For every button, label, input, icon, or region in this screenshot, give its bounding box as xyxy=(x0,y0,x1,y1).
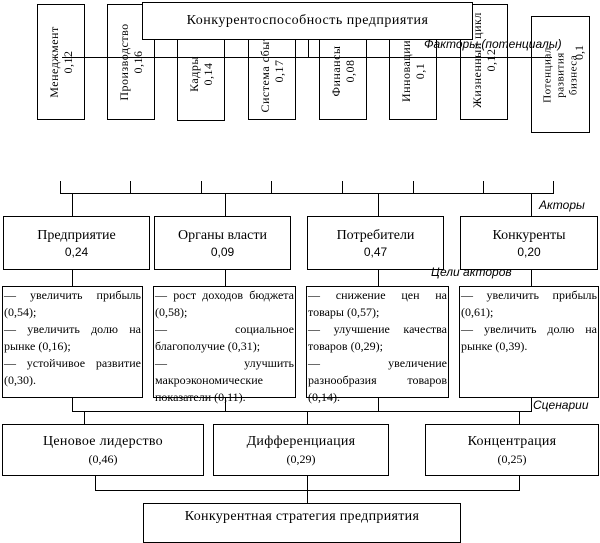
actor-name: Конкуренты xyxy=(492,227,566,243)
actor-value: 0,09 xyxy=(210,244,235,259)
scenario-name: Ценовое лидерство xyxy=(43,434,163,449)
goal-item: — увеличить долю на рынке (0,16); xyxy=(4,322,141,353)
result-bus-line xyxy=(95,490,520,491)
actor-connector xyxy=(378,193,379,216)
goal-item: — улучшить макроэкономические показатели… xyxy=(155,356,294,404)
actor-tick-bus xyxy=(60,193,554,194)
factor-value: 0,1 xyxy=(572,45,586,60)
actor-box-competitors: Конкуренты 0,20 xyxy=(460,216,598,270)
scenario-drop xyxy=(519,411,520,424)
result-connector xyxy=(95,475,96,490)
goals-box-competitors: — увеличить прибыль (0,61); — увеличить … xyxy=(459,286,599,398)
tick xyxy=(201,181,202,193)
goal-connector xyxy=(72,269,73,286)
goals-box-authorities: — рост доходов бюджета (0,58); — социаль… xyxy=(153,286,296,404)
factor-name-line: развития xyxy=(554,51,566,98)
goal-item: — социальное благополучие (0,31); xyxy=(155,322,294,353)
actor-box-consumers: Потребители 0,47 xyxy=(307,216,444,270)
title-connector xyxy=(308,40,309,57)
factor-value: 0,08 xyxy=(343,59,357,83)
goals-label: Цели акторов xyxy=(431,265,512,279)
scenarios-label: Сценарии xyxy=(533,398,589,412)
scenario-connector xyxy=(531,397,532,411)
factor-name: Система сбыта xyxy=(258,29,272,113)
tick xyxy=(60,181,61,193)
goal-connector xyxy=(531,269,532,286)
factor-name: Менеджмент xyxy=(47,26,61,98)
goal-item: — увеличение разнообразия товаров (0,14)… xyxy=(308,356,447,404)
tick xyxy=(271,181,272,193)
result-box: Конкурентная стратегия предприятия xyxy=(143,503,461,543)
goal-connector xyxy=(225,269,226,286)
actor-connector xyxy=(72,193,73,216)
actor-value: 0,24 xyxy=(64,244,89,259)
factor-value: 0,17 xyxy=(272,59,286,83)
scenario-box-differentiation: Дифференциация (0,29) xyxy=(213,424,389,476)
title-text: Конкурентоспособность предприятия xyxy=(186,13,429,28)
goal-item: — увеличить прибыль (0,54); xyxy=(4,288,141,319)
goals-box-consumers: — снижение цен на товары (0,57); — улучш… xyxy=(306,286,449,404)
factor-value: 0,12 xyxy=(61,50,75,74)
scenario-name: Концентрация xyxy=(467,434,557,449)
factor-name: Кадры xyxy=(187,56,201,92)
scenario-value: (0,29) xyxy=(286,452,316,466)
scenario-value: (0,25) xyxy=(497,452,527,466)
scenario-value: (0,46) xyxy=(88,452,118,466)
factor-name: Инновации xyxy=(399,40,413,103)
tick xyxy=(483,181,484,193)
factor-value: 0,14 xyxy=(201,62,215,86)
factor-bus-line-overlay xyxy=(62,57,552,58)
goal-item: — увеличить долю на рынке (0,39). xyxy=(461,322,597,353)
actor-value: 0,20 xyxy=(517,244,541,259)
actors-label: Акторы xyxy=(539,198,585,212)
factor-name: Финансы xyxy=(329,45,343,97)
scenario-connector xyxy=(378,397,379,411)
scenario-connector xyxy=(72,397,73,411)
scenario-box-cost-leadership: Ценовое лидерство (0,46) xyxy=(2,424,204,476)
goal-item: — снижение цен на товары (0,57); xyxy=(308,288,447,319)
actor-name: Предприятие xyxy=(37,227,116,243)
goal-item: — устойчивое развитие (0,30). xyxy=(4,356,141,387)
scenario-drop xyxy=(84,411,85,424)
actor-box-authorities: Органы власти 0,09 xyxy=(154,216,291,270)
result-connector xyxy=(307,475,308,503)
tick xyxy=(413,181,414,193)
factor-name-line: Потенциал xyxy=(541,46,553,103)
actor-name: Потребители xyxy=(336,227,415,243)
goal-connector xyxy=(378,269,379,286)
scenario-name: Дифференциация xyxy=(246,434,356,449)
goal-item: — улучшение качества товаров (0,29); xyxy=(308,322,447,353)
actor-box-enterprise: Предприятие 0,24 xyxy=(3,216,150,270)
actor-connector xyxy=(531,193,532,216)
scenario-drop xyxy=(307,411,308,424)
scenario-bus-line xyxy=(72,411,532,412)
factor-value: 0,12 xyxy=(484,48,498,72)
result-connector xyxy=(519,475,520,490)
actor-value: 0,47 xyxy=(363,244,388,259)
tick xyxy=(553,181,554,193)
factor-name: Производство xyxy=(117,23,131,101)
scenario-connector xyxy=(225,397,226,411)
tick xyxy=(130,181,131,193)
actor-name: Органы власти xyxy=(178,227,267,243)
factors-label: Факторы (потенциалы) xyxy=(424,37,562,51)
goal-item: — рост доходов бюджета (0,58); xyxy=(155,288,294,319)
diagram-title: Конкурентоспособность предприятия xyxy=(142,2,473,40)
goal-item: — увеличить прибыль (0,61); xyxy=(461,288,597,319)
scenario-box-concentration: Концентрация (0,25) xyxy=(425,424,599,476)
goals-box-enterprise: — увеличить прибыль (0,54); — увеличить … xyxy=(2,286,143,398)
actor-connector xyxy=(225,193,226,216)
tick xyxy=(342,181,343,193)
result-text: Конкурентная стратегия предприятия xyxy=(184,509,420,524)
factor-box-business-potential: Потенциал развития бизнеса 0,1 xyxy=(531,16,590,133)
